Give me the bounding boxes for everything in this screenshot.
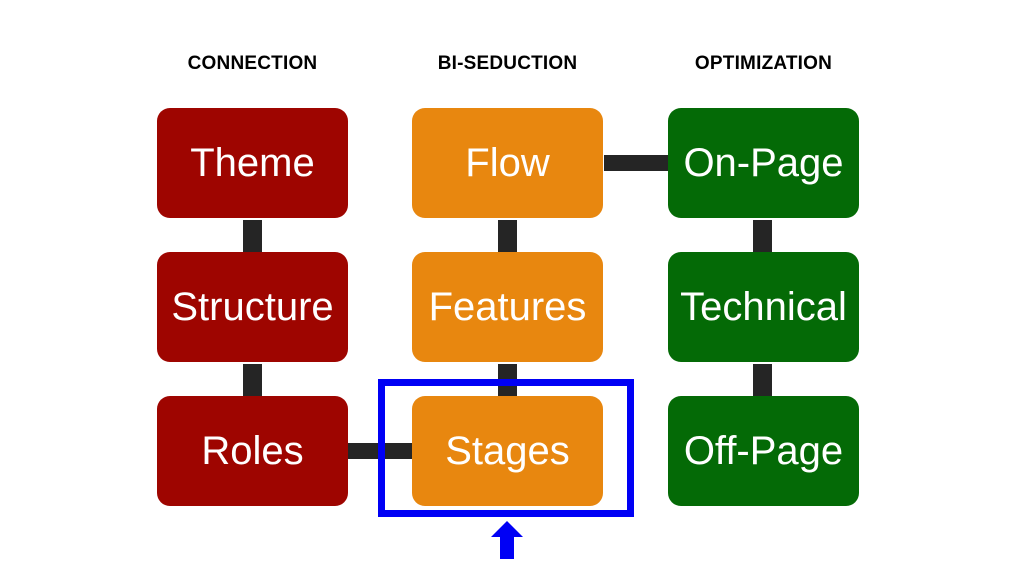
node-theme[interactable]: Theme: [157, 108, 348, 218]
node-flow[interactable]: Flow: [412, 108, 603, 218]
node-theme-label: Theme: [190, 141, 315, 185]
node-structure[interactable]: Structure: [157, 252, 348, 362]
arrow-up-icon: [491, 521, 523, 559]
node-technical[interactable]: Technical: [668, 252, 859, 362]
node-flow-label: Flow: [465, 141, 550, 185]
column-header-optimization: OPTIMIZATION: [694, 53, 833, 74]
node-features[interactable]: Features: [412, 252, 603, 362]
node-structure-label: Structure: [171, 285, 334, 329]
connector-theme-structure: [243, 220, 262, 252]
node-off-page-label: Off-Page: [683, 429, 844, 473]
node-on-page-label: On-Page: [683, 141, 844, 185]
connector-flow-on-page: [604, 155, 670, 171]
node-roles[interactable]: Roles: [157, 396, 348, 506]
node-stages-label: Stages: [445, 429, 570, 473]
node-features-label: Features: [428, 285, 587, 329]
connector-roles-stages: [348, 443, 412, 459]
column-header-connection: CONNECTION: [187, 53, 318, 74]
connector-on-page-technical: [753, 220, 772, 252]
connector-features-stages: [498, 364, 517, 396]
connector-technical-off-page: [753, 364, 772, 396]
node-on-page[interactable]: On-Page: [668, 108, 859, 218]
node-stages[interactable]: Stages: [412, 396, 603, 506]
node-technical-label: Technical: [680, 285, 847, 329]
node-roles-label: Roles: [201, 429, 304, 473]
connector-structure-roles: [243, 364, 262, 396]
connector-flow-features: [498, 220, 517, 252]
node-off-page[interactable]: Off-Page: [668, 396, 859, 506]
column-header-bi-seduction: BI-SEDUCTION: [437, 53, 578, 74]
